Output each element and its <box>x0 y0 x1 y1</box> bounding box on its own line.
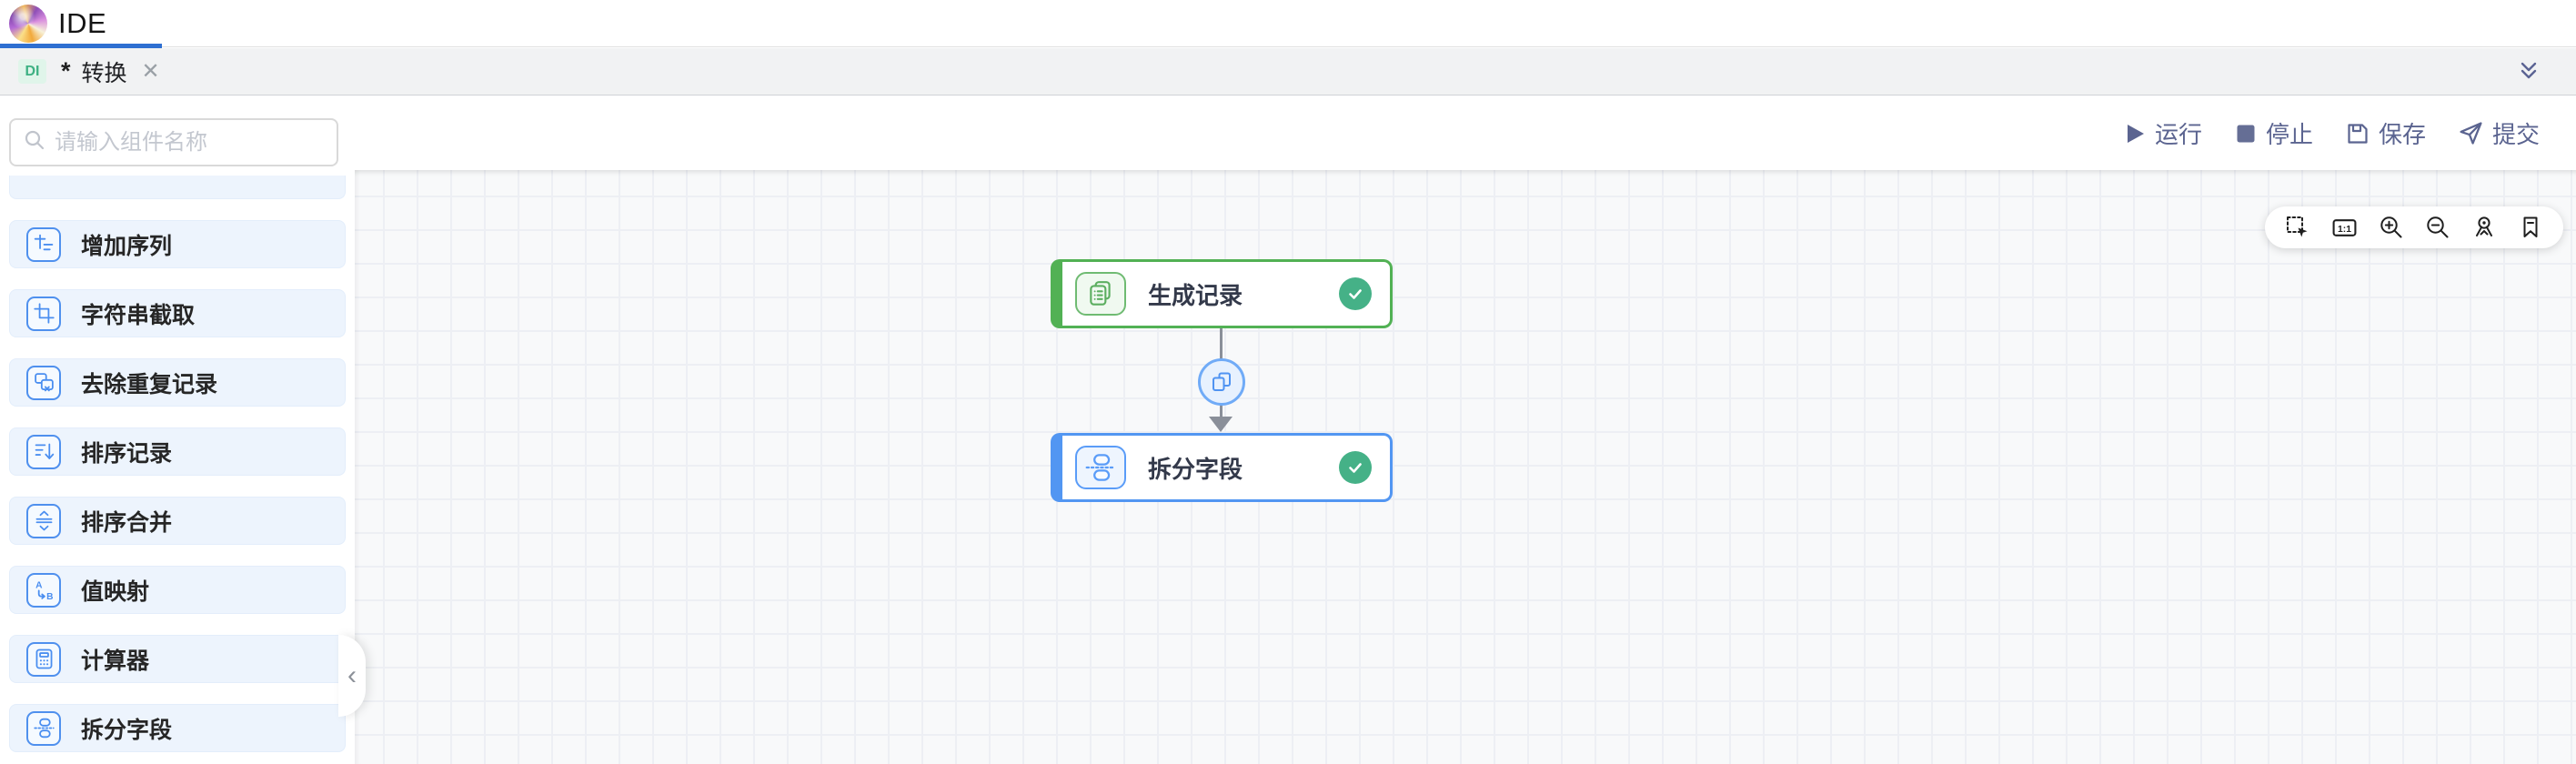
app-header: IDE <box>0 0 2576 47</box>
node-label: 拆分字段 <box>1148 455 1243 483</box>
zoom-in-icon[interactable] <box>2379 215 2404 240</box>
list-item-add-sequence[interactable]: 增加序列 <box>9 220 346 268</box>
success-badge-icon <box>1339 451 1372 484</box>
expand-tabs-icon[interactable] <box>2516 59 2541 85</box>
submit-button[interactable]: 提交 <box>2459 116 2540 150</box>
search-input[interactable] <box>55 129 337 156</box>
component-label: 拆分字段 <box>81 717 173 743</box>
list-item-calculator[interactable]: 计算器 <box>9 635 346 683</box>
component-label: 排序记录 <box>81 440 173 467</box>
calculator-icon <box>26 641 61 677</box>
split-fields-icon <box>1075 446 1126 489</box>
edge-arrowhead-icon <box>1209 417 1233 432</box>
component-label: 字符串截取 <box>81 302 196 328</box>
app-logo-icon <box>9 5 47 43</box>
stop-label: 停止 <box>2265 121 2313 148</box>
split-fields-icon <box>26 710 61 746</box>
component-search[interactable] <box>9 118 338 166</box>
list-item-substring[interactable]: 字符串截取 <box>9 289 346 337</box>
node-generate-records[interactable]: 生成记录 <box>1051 259 1393 328</box>
component-label: 增加序列 <box>81 233 173 259</box>
success-badge-icon <box>1339 277 1372 310</box>
run-button[interactable]: 运行 <box>2124 116 2202 150</box>
stop-button[interactable]: 停止 <box>2235 116 2313 150</box>
list-item-sort-records[interactable]: 排序记录 <box>9 427 346 476</box>
component-sidebar: 增加序列 字符串截取 去除重复记录 <box>0 96 355 764</box>
zoom-out-icon[interactable] <box>2425 215 2450 240</box>
locate-icon[interactable] <box>2471 215 2497 240</box>
component-label: 去除重复记录 <box>81 371 218 397</box>
substring-icon <box>26 296 61 331</box>
run-label: 运行 <box>2154 121 2202 148</box>
actual-size-label: 1:1 <box>2338 225 2351 235</box>
svg-text:A: A <box>35 581 43 591</box>
flow-canvas[interactable]: 1:1 <box>355 170 2576 764</box>
active-tab-indicator <box>0 44 162 48</box>
save-label: 保存 <box>2378 121 2426 148</box>
di-badge: DI <box>18 59 46 84</box>
bookmark-icon[interactable] <box>2518 215 2543 240</box>
save-icon <box>2346 122 2370 146</box>
send-icon <box>2459 121 2483 146</box>
tab-bar: DI * 转换 ✕ <box>0 48 2576 96</box>
node-label: 生成记录 <box>1148 281 1243 309</box>
add-sequence-icon <box>26 226 61 262</box>
copy-distribute-icon[interactable] <box>1198 358 1245 406</box>
search-icon <box>24 129 45 156</box>
value-map-icon: A B <box>26 572 61 608</box>
sort-records-icon <box>26 434 61 469</box>
action-bar: 运行 停止 保存 提交 <box>355 96 2576 170</box>
list-item-sort-merge[interactable]: 排序合并 <box>9 497 346 545</box>
play-icon <box>2124 123 2146 145</box>
tab-title: 转换 <box>81 60 127 86</box>
generate-records-icon <box>1075 272 1126 316</box>
actual-size-icon[interactable]: 1:1 <box>2331 215 2358 241</box>
component-label: 值映射 <box>81 578 150 605</box>
component-list: 增加序列 字符串截取 去除重复记录 <box>0 171 355 764</box>
save-button[interactable]: 保存 <box>2346 116 2426 150</box>
canvas-toolbar: 1:1 <box>2265 206 2563 248</box>
stop-icon <box>2235 123 2257 145</box>
component-label: 排序合并 <box>81 509 173 536</box>
app-title: IDE <box>58 7 107 39</box>
node-split-fields[interactable]: 拆分字段 <box>1051 433 1393 502</box>
submit-label: 提交 <box>2491 121 2540 148</box>
sort-merge-icon <box>26 503 61 538</box>
dedupe-records-icon <box>26 365 61 400</box>
tab-transform[interactable]: DI * 转换 ✕ <box>18 55 160 88</box>
sidebar-collapse-handle[interactable]: ‹ <box>338 635 366 717</box>
component-label: 计算器 <box>81 648 150 674</box>
svg-text:B: B <box>46 592 53 601</box>
list-item-value-map[interactable]: A B 值映射 <box>9 566 346 614</box>
unsaved-marker: * <box>61 57 71 85</box>
list-item-dedupe-records[interactable]: 去除重复记录 <box>9 358 346 407</box>
tab-close-icon[interactable]: ✕ <box>141 59 160 84</box>
list-item-partial[interactable] <box>9 176 346 199</box>
marquee-select-icon[interactable] <box>2285 215 2310 240</box>
list-item-split-fields[interactable]: 拆分字段 <box>9 704 346 752</box>
